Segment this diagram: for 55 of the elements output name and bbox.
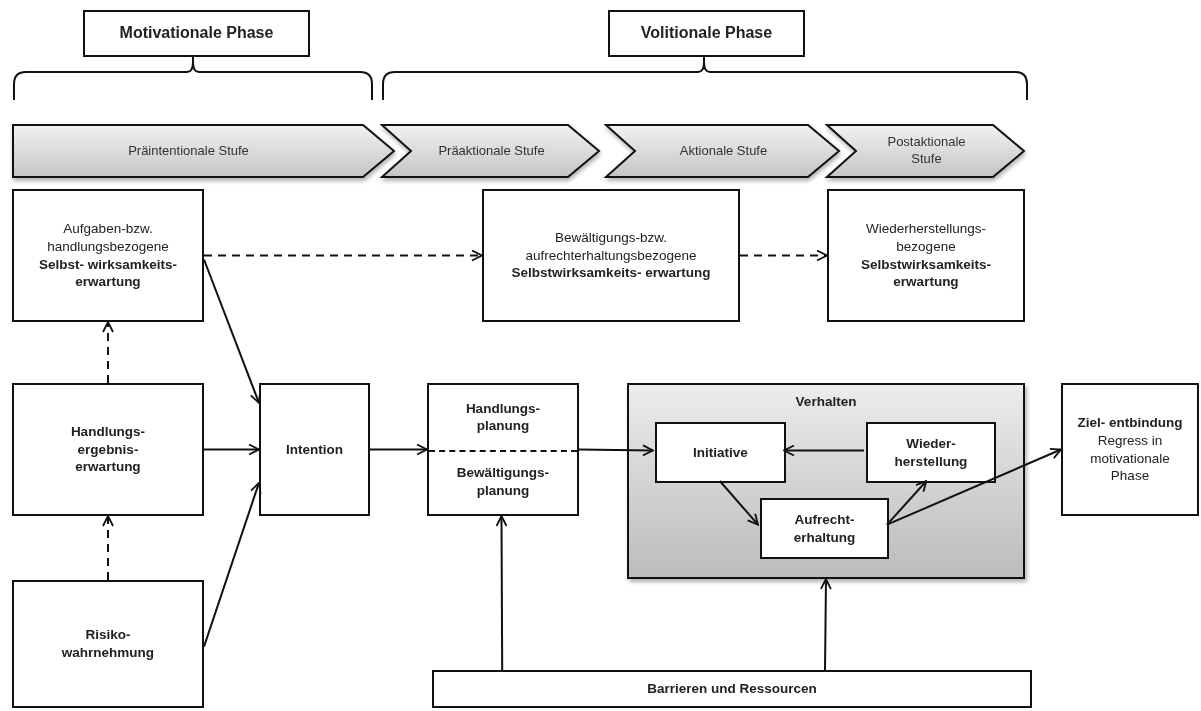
phase-box bbox=[608, 10, 805, 57]
stage-label: Präintentionale Stufe bbox=[127, 142, 250, 160]
stage-label: Präaktionale Stufe bbox=[437, 142, 546, 160]
arrow bbox=[578, 444, 654, 457]
stage-band bbox=[826, 124, 1025, 178]
process-box bbox=[12, 383, 204, 516]
arrow bbox=[102, 321, 114, 384]
stage-label: Postaktionale Stufe bbox=[886, 134, 967, 168]
process-box bbox=[866, 422, 996, 483]
box-text: Initiative bbox=[692, 443, 749, 462]
arrow bbox=[495, 515, 508, 671]
process-box bbox=[482, 189, 740, 322]
arrow bbox=[783, 444, 865, 457]
process-box bbox=[1061, 383, 1199, 516]
arrow bbox=[203, 249, 483, 262]
process-box bbox=[259, 383, 370, 516]
arrow bbox=[886, 480, 928, 526]
process-box bbox=[655, 422, 786, 483]
box-text: Wiederherstellungs- bezogene Selbstwirksamkeits- erwartung bbox=[860, 220, 992, 291]
box-text: Bewältigungs- planung bbox=[455, 464, 551, 500]
box-text: Barrieren und Ressourcen bbox=[646, 680, 818, 698]
arrow bbox=[203, 481, 262, 648]
phase-box bbox=[83, 10, 310, 57]
stage-band bbox=[381, 124, 600, 178]
stage-band bbox=[12, 124, 395, 178]
arrow bbox=[886, 448, 1062, 526]
stage-label: Aktionale Stufe bbox=[678, 142, 769, 160]
arrow bbox=[102, 515, 114, 581]
process-box bbox=[12, 580, 204, 708]
process-box bbox=[827, 189, 1025, 322]
group-panel bbox=[627, 383, 1025, 579]
box-text: Aufgaben-bzw. handlungsbezogene Selbst- wirksamkeits- erwartung bbox=[37, 220, 179, 291]
box-text: Intention bbox=[285, 440, 344, 459]
box-text: Risiko- wahrnehmung bbox=[60, 626, 156, 662]
box-text: Bewältigungs-bzw. aufrechterhaltungsbezogene Selbstwirksamkeits- erwartung bbox=[510, 229, 712, 282]
box-text: Aufrecht- erhaltung bbox=[792, 510, 857, 547]
process-box bbox=[427, 383, 579, 516]
process-box bbox=[760, 498, 889, 559]
box-heading: Ziel- entbindung bbox=[1076, 414, 1184, 432]
arrow bbox=[203, 443, 260, 456]
arrow bbox=[739, 249, 828, 262]
process-box bbox=[12, 189, 204, 322]
box-text: Handlungs- ergebnis- erwartung bbox=[69, 423, 147, 476]
box-text: Regress in motivationale Phase bbox=[1089, 431, 1171, 485]
arrow bbox=[820, 578, 832, 671]
process-box bbox=[432, 670, 1032, 708]
box-text: Handlungs- planung bbox=[464, 399, 542, 435]
phase-title: Motivationale Phase bbox=[118, 23, 275, 44]
box-text: Wieder- herstellung bbox=[893, 434, 969, 471]
arrow bbox=[718, 480, 759, 526]
stage-band bbox=[605, 124, 840, 178]
arrow bbox=[203, 258, 261, 404]
phase-title: Volitionale Phase bbox=[639, 23, 774, 44]
arrow bbox=[369, 443, 428, 456]
group-title: Verhalten bbox=[794, 393, 858, 411]
